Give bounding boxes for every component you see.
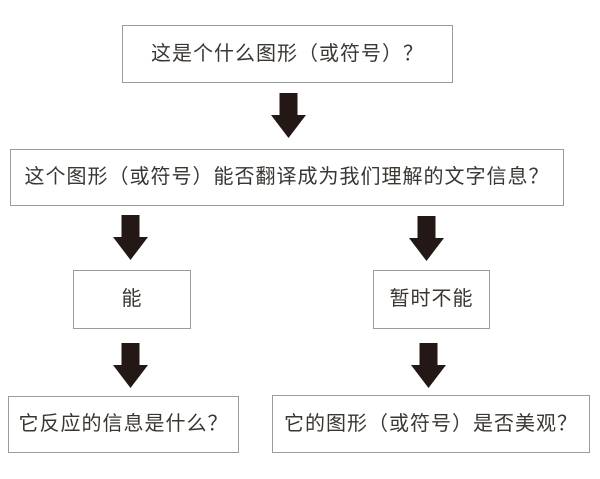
down-arrow-icon — [113, 343, 148, 388]
flow-node-cannot-yet: 暂时不能 — [373, 270, 490, 329]
down-arrow-icon — [409, 216, 444, 261]
flow-node-result-cannot: 它的图形（或符号）是否美观？ — [272, 395, 590, 453]
down-arrow-icon — [271, 93, 306, 138]
down-arrow-icon — [113, 215, 148, 260]
down-arrow-icon — [411, 343, 446, 388]
flow-node-can: 能 — [73, 270, 191, 329]
flow-node-result-can: 它反应的信息是什么？ — [8, 396, 239, 453]
flow-node-question-1: 这是个什么图形（或符号）？ — [122, 25, 453, 83]
flow-node-question-2: 这个图形（或符号）能否翻译成为我们理解的文字信息？ — [10, 149, 564, 206]
